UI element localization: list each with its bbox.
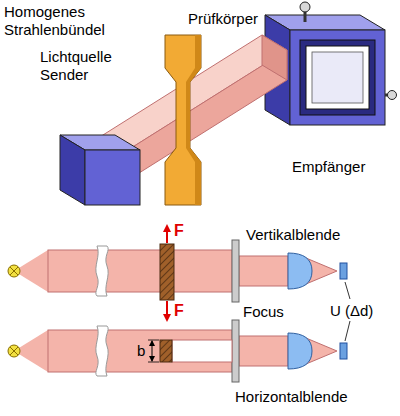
force-label: F <box>174 302 184 320</box>
part-label: Lichtquelle Sender <box>40 48 132 84</box>
specimen-section <box>160 340 172 362</box>
dimension-line <box>148 340 159 341</box>
beam-schematic <box>8 240 347 302</box>
part-label: Vertikalblende <box>246 226 340 244</box>
shadow-region <box>172 340 232 362</box>
beam-label: Homogenes Strahlenbündel <box>4 3 122 39</box>
force-arrow <box>166 301 168 318</box>
part-label: Prüfkörper <box>188 10 258 28</box>
dimension-line <box>152 341 153 351</box>
leader-line <box>345 321 350 341</box>
force-arrow <box>166 228 168 243</box>
force-label: F <box>174 222 184 240</box>
dimension-label: b <box>137 342 145 360</box>
dimension-line <box>148 362 159 363</box>
part-label: Focus <box>243 303 284 321</box>
leader-line <box>345 282 350 299</box>
part-label: Empfänger <box>292 158 365 176</box>
specimen <box>165 35 201 205</box>
dimension-line <box>152 351 153 361</box>
light-source-box <box>60 135 140 205</box>
part-label: Horizontalblende <box>235 388 348 406</box>
signal-label: U (Δd) <box>330 302 373 320</box>
specimen-section <box>160 244 174 300</box>
